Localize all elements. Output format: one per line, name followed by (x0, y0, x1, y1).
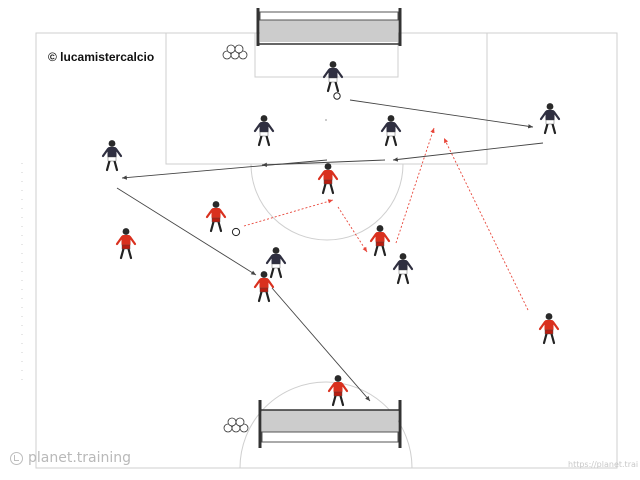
player-dark-icon (265, 247, 287, 279)
player-red-icon (538, 313, 560, 345)
ball-icon (231, 227, 241, 237)
run-arrow (337, 206, 368, 253)
brand-logo: planet.training (10, 450, 131, 466)
player-red-icon (369, 225, 391, 257)
pass-arrows (116, 99, 544, 402)
player-dark-icon (539, 103, 561, 135)
field-lines (21, 32, 618, 469)
pass-arrow (121, 159, 328, 180)
pass-arrow (271, 287, 371, 402)
pass-arrow (349, 99, 534, 129)
brand-name: planet (28, 450, 73, 466)
pass-arrow (392, 142, 544, 162)
penalty-area (165, 32, 488, 165)
brand-mark-icon (10, 451, 23, 465)
center-arc-bottom (239, 381, 413, 469)
copyright-text: © lucamistercalcio (48, 50, 155, 64)
player-red-icon (253, 271, 275, 303)
ball-pile-icon (223, 417, 249, 433)
brand-suffix: .training (72, 450, 132, 466)
ball-pile-icon (222, 44, 248, 60)
player-red-icon (115, 228, 137, 260)
penalty-spot (325, 119, 327, 121)
goal-bottom (258, 400, 402, 448)
goal-top (256, 8, 402, 46)
player-red-icon (205, 201, 227, 233)
run-arrow (243, 199, 334, 227)
pass-arrow (116, 187, 257, 276)
ball-icon (333, 92, 341, 100)
players (101, 61, 561, 407)
source-url: https://planet.trainin (568, 460, 638, 469)
goalkeeper-red-icon (327, 375, 349, 407)
penalty-arc-top (250, 163, 404, 241)
player-red-icon (317, 163, 339, 195)
player-dark-icon (253, 115, 275, 147)
goalkeeper-dark-icon (322, 61, 344, 93)
run-arrows (243, 127, 529, 311)
player-dark-icon (101, 140, 123, 172)
player-dark-icon (392, 253, 414, 285)
player-dark-icon (380, 115, 402, 147)
run-arrow (395, 127, 435, 244)
